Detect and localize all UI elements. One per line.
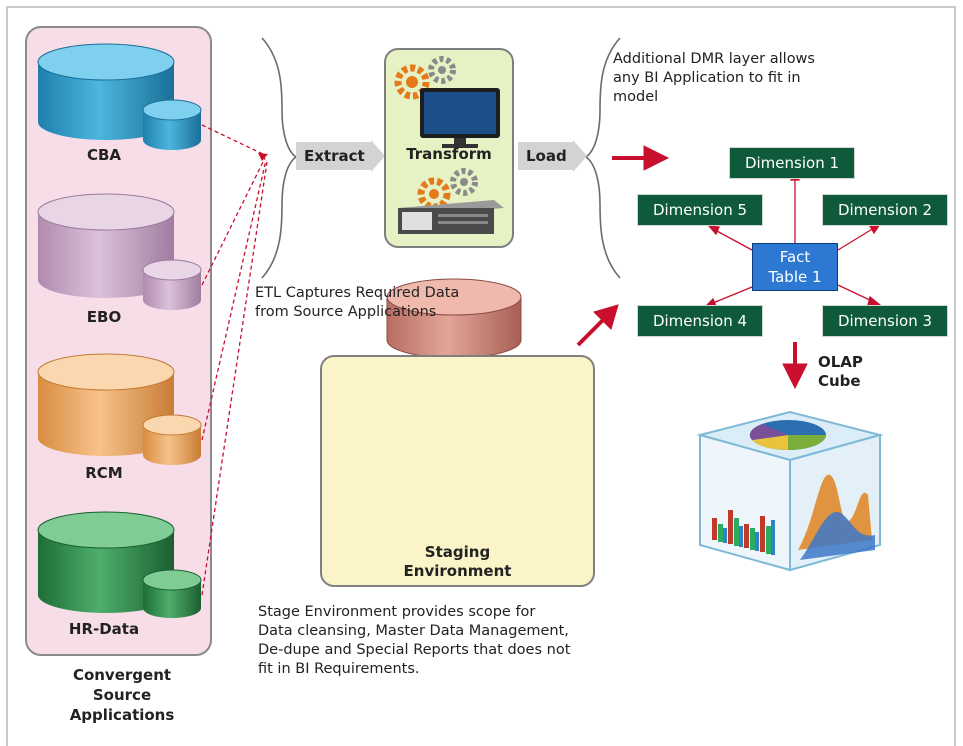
olap-label-line: Cube bbox=[818, 372, 861, 390]
fact-table: Fact Table 1 bbox=[752, 243, 838, 291]
dimension-3: Dimension 3 bbox=[822, 305, 948, 337]
olap-cube-icon bbox=[696, 410, 884, 572]
database-icon bbox=[386, 278, 522, 359]
etl-capture-note: ETL Captures Required Data from Source A… bbox=[255, 285, 460, 320]
staging-label: Staging Environment bbox=[320, 543, 595, 581]
database-icon bbox=[37, 353, 202, 465]
transform-icons bbox=[394, 56, 504, 234]
source-group-label-line: Applications bbox=[69, 706, 175, 724]
database-label-hr-data: HR-Data bbox=[68, 620, 140, 638]
database-label-rcm: RCM bbox=[85, 464, 123, 482]
source-group-label-line: Convergent bbox=[72, 666, 172, 684]
left-brace bbox=[261, 37, 298, 279]
load-arrow: Load bbox=[518, 140, 587, 172]
gears-icon bbox=[394, 56, 456, 100]
source-group-label-line: Source bbox=[92, 686, 152, 704]
dmr-note: Additional DMR layer allows any BI Appli… bbox=[613, 51, 815, 105]
olap-label-line: OLAP bbox=[818, 353, 863, 371]
load-label: Load bbox=[518, 142, 573, 170]
gears-icon bbox=[417, 168, 478, 211]
dimension-1: Dimension 1 bbox=[729, 147, 855, 179]
diagram-frame bbox=[6, 6, 956, 746]
chevron-right-icon bbox=[370, 140, 385, 172]
source-extract-connectors bbox=[201, 124, 268, 596]
database-label-ebo: EBO bbox=[86, 308, 122, 326]
extract-arrow: Extract bbox=[296, 140, 385, 172]
monitor-icon bbox=[420, 88, 500, 148]
database-label-cba: CBA bbox=[86, 146, 122, 164]
fact-table-label-line: Table 1 bbox=[768, 268, 822, 286]
database-icon bbox=[37, 511, 202, 618]
database-icon bbox=[37, 43, 202, 150]
staging-label-line: Environment bbox=[403, 562, 512, 580]
source-group-label: Convergent Source Applications bbox=[42, 665, 202, 725]
dimension-5: Dimension 5 bbox=[637, 194, 763, 226]
olap-label: OLAP Cube bbox=[818, 353, 863, 391]
staging-note: Stage Environment provides scope for Dat… bbox=[258, 604, 571, 677]
database-icon bbox=[37, 193, 202, 310]
server-icon bbox=[398, 200, 504, 234]
extract-label: Extract bbox=[296, 142, 371, 170]
dimension-4: Dimension 4 bbox=[637, 305, 763, 337]
chevron-right-icon bbox=[572, 140, 587, 172]
staging-environment-box bbox=[320, 355, 595, 587]
staging-label-line: Staging bbox=[424, 543, 491, 561]
transform-label: Transform bbox=[406, 145, 492, 163]
fact-table-label-line: Fact bbox=[779, 248, 811, 266]
arrowhead bbox=[258, 153, 268, 161]
dimension-2: Dimension 2 bbox=[822, 194, 948, 226]
